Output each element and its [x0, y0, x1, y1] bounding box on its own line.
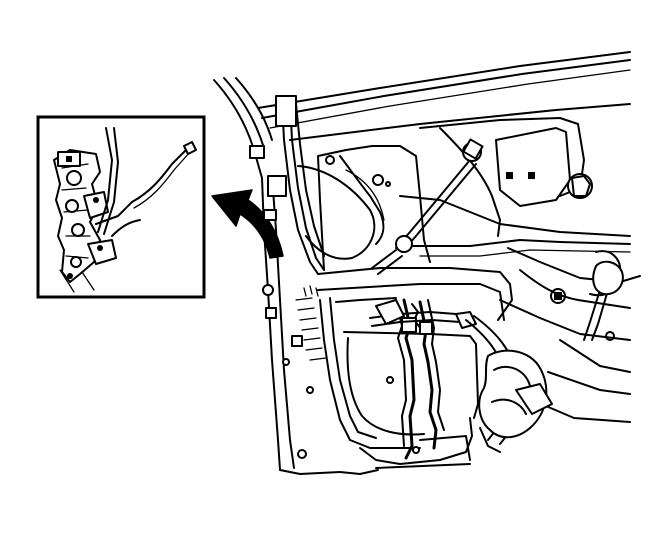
- door-lock-actuator-icon: [53, 127, 197, 293]
- curved-arrow-icon: [211, 189, 284, 259]
- inset-detail: [36, 115, 206, 299]
- door-inner-panel: [213, 51, 641, 475]
